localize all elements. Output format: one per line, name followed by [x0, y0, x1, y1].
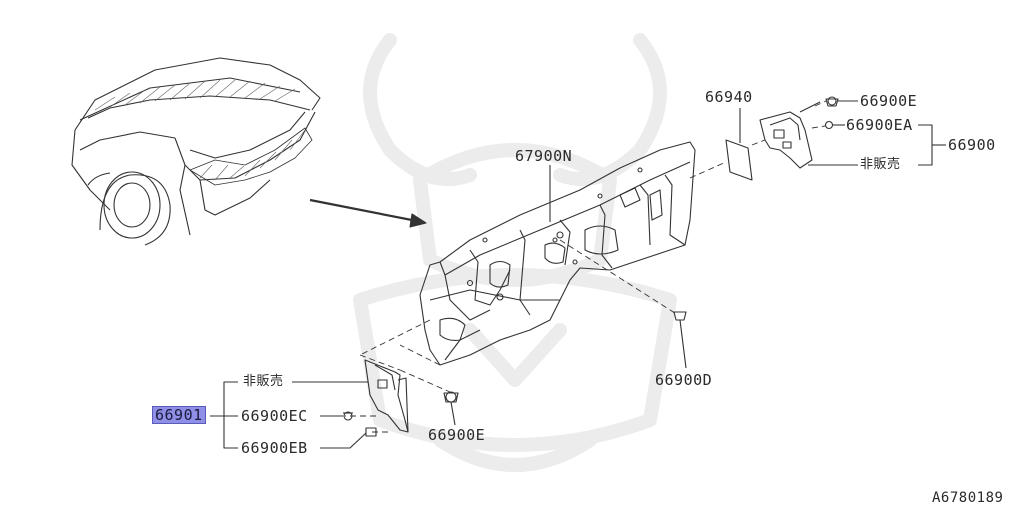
label-66900EC[interactable]: 66900EC: [241, 407, 308, 425]
clip-66900D: [674, 312, 686, 368]
label-67900N[interactable]: 67900N: [515, 147, 573, 165]
bracket-66900-right-shape: [760, 112, 812, 168]
label-66901-highlighted[interactable]: 66901: [152, 406, 206, 424]
clip-66900E-top: [826, 97, 858, 106]
car-body-illustration: [72, 58, 320, 245]
label-66900E-bottom[interactable]: 66900E: [428, 426, 486, 444]
label-66900D[interactable]: 66900D: [655, 371, 713, 389]
bracket-66901-left-shape: [365, 360, 408, 432]
clip-66900E-bottom: [444, 392, 458, 425]
label-not-sold-left: 非販売: [243, 374, 284, 389]
dash-panel-67900N-shape: [420, 142, 695, 365]
illustration-id: A6780189: [932, 490, 1004, 506]
label-66940[interactable]: 66940: [705, 88, 753, 106]
clip-66900EC: [320, 412, 353, 420]
label-66900[interactable]: 66900: [948, 136, 996, 154]
label-not-sold-top: 非販売: [860, 157, 901, 172]
label-66900E-top[interactable]: 66900E: [860, 92, 918, 110]
insulator-66940-shape: [726, 108, 752, 180]
label-66900EB[interactable]: 66900EB: [241, 439, 308, 457]
direction-arrow: [310, 200, 426, 227]
car-hatching: [95, 80, 305, 180]
label-66900EA[interactable]: 66900EA: [846, 116, 913, 134]
clip-66900EA: [826, 122, 846, 129]
clip-66900EB: [320, 428, 376, 448]
